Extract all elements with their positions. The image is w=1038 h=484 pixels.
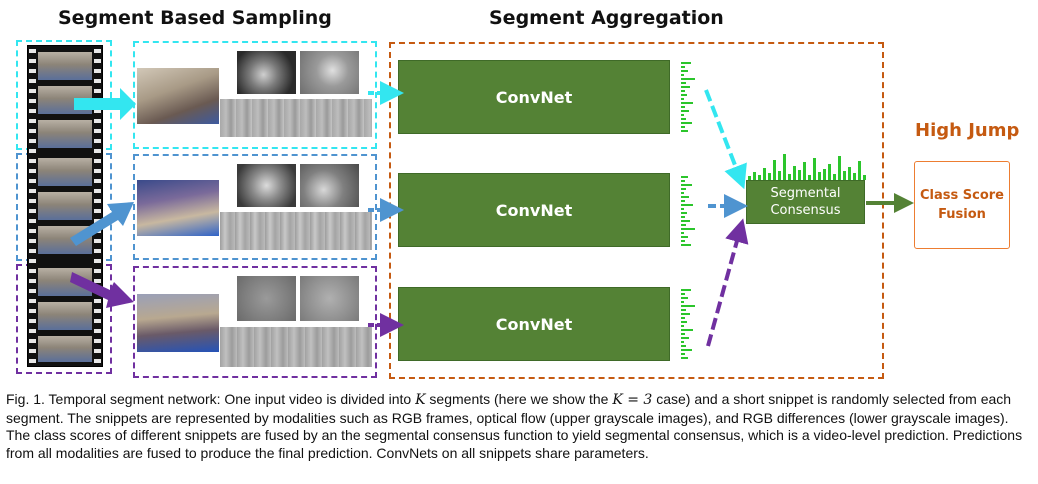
rgb-diff-2 — [220, 212, 372, 250]
rgb-frame-2 — [137, 180, 219, 236]
sampling-heading: Segment Based Sampling — [58, 7, 332, 29]
rgb-diff-1 — [220, 99, 372, 137]
caption-part-2: segments (here we show the — [425, 391, 613, 407]
rgb-frame-1 — [137, 68, 219, 124]
optical-flow-2a — [237, 164, 296, 207]
snippet-3-box — [133, 266, 377, 378]
aggregation-heading: Segment Aggregation — [489, 7, 724, 29]
caption-k: K — [415, 392, 426, 408]
optical-flow-1b — [300, 51, 359, 94]
fusion-line-1: Class Score — [920, 188, 1004, 203]
consensus-line-1: Segmental — [770, 186, 841, 201]
rgb-diff-3 — [220, 327, 372, 367]
class-label: High Jump — [915, 120, 1020, 141]
segmental-consensus-box: Segmental Consensus — [746, 180, 865, 224]
convnet-3: ConvNet — [398, 287, 670, 361]
fusion-line-2: Fusion — [938, 207, 986, 222]
optical-flow-2b — [300, 164, 359, 207]
optical-flow-3a — [237, 276, 296, 321]
rgb-frame-3 — [137, 294, 219, 352]
optical-flow-3b — [300, 276, 359, 321]
convnet-2: ConvNet — [398, 173, 670, 247]
convnet-1: ConvNet — [398, 60, 670, 134]
caption-part-1: Fig. 1. Temporal segment network: One in… — [6, 391, 416, 407]
video-filmstrip — [27, 45, 103, 367]
caption-part-3: case) and a short snippet is randomly se… — [6, 391, 1023, 461]
snippet-2-box — [133, 154, 377, 260]
optical-flow-1a — [237, 51, 296, 94]
class-score-fusion-box: Class Score Fusion — [914, 161, 1010, 249]
consensus-line-2: Consensus — [770, 203, 841, 218]
caption-k3: K = 3 — [612, 392, 653, 408]
figure-caption: Fig. 1. Temporal segment network: One in… — [6, 391, 1032, 462]
